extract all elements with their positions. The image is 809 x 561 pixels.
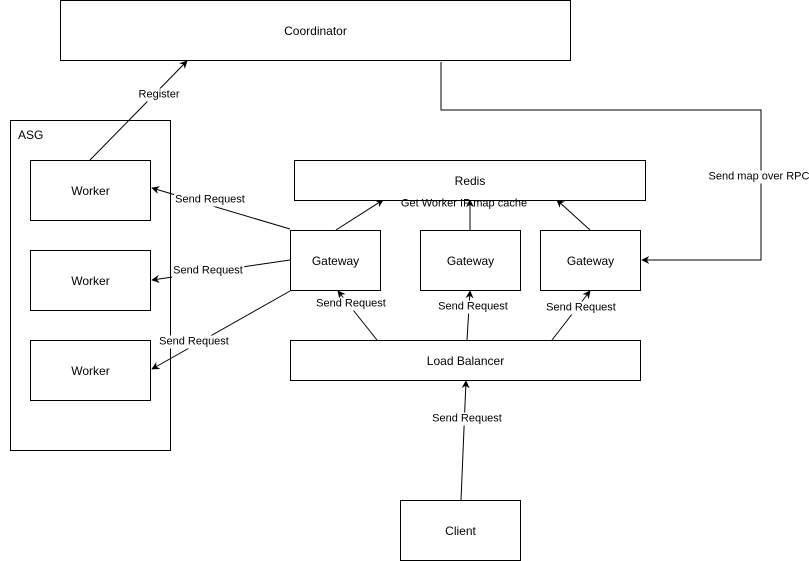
edge-label-client-to-lb: Send Request — [431, 412, 503, 426]
edge-gateway-3-to-redis — [556, 199, 591, 231]
edge-label-get-worker-ip-map-cache: Get Worker IP map cache — [400, 197, 528, 210]
edge-client-to-lb — [460, 380, 470, 501]
edge-label-gateway-to-worker-2: Send Request — [172, 264, 244, 278]
asg-label: ASG — [18, 128, 44, 142]
edge-label-send-map-over-rpc: Send map over RPC — [707, 170, 809, 184]
edge-label-lb-to-gateway-1: Send Request — [315, 297, 387, 311]
worker-node-1[interactable]: Worker — [30, 160, 151, 221]
edge-label-gateway-to-worker-3: Send Request — [158, 335, 230, 349]
edge-gateway-1-to-redis — [335, 199, 384, 231]
edge-send-map-over-rpc — [440, 62, 762, 264]
edge-register — [89, 60, 188, 161]
gateway-node-1[interactable]: Gateway — [290, 230, 381, 291]
load-balancer-node[interactable]: Load Balancer — [290, 340, 641, 381]
edge-label-lb-to-gateway-3: Send Request — [545, 301, 617, 315]
redis-node[interactable]: Redis — [294, 160, 646, 201]
gateway-node-3[interactable]: Gateway — [540, 230, 641, 291]
client-node[interactable]: Client — [400, 500, 521, 561]
edge-lb-to-gateway-3 — [551, 290, 591, 341]
edge-label-lb-to-gateway-2: Send Request — [437, 300, 509, 314]
edge-lb-to-gateway-2 — [465, 290, 474, 341]
edge-label-register: Register — [137, 88, 181, 102]
gateway-node-2[interactable]: Gateway — [420, 230, 521, 291]
coordinator-node[interactable]: Coordinator — [60, 0, 571, 61]
worker-node-3[interactable]: Worker — [30, 340, 151, 401]
asg-group[interactable]: ASG — [10, 120, 171, 451]
edge-label-gateway-to-worker-1: Send Request — [174, 193, 246, 207]
worker-node-2[interactable]: Worker — [30, 250, 151, 311]
edge-gateway-to-worker-3 — [151, 290, 291, 370]
